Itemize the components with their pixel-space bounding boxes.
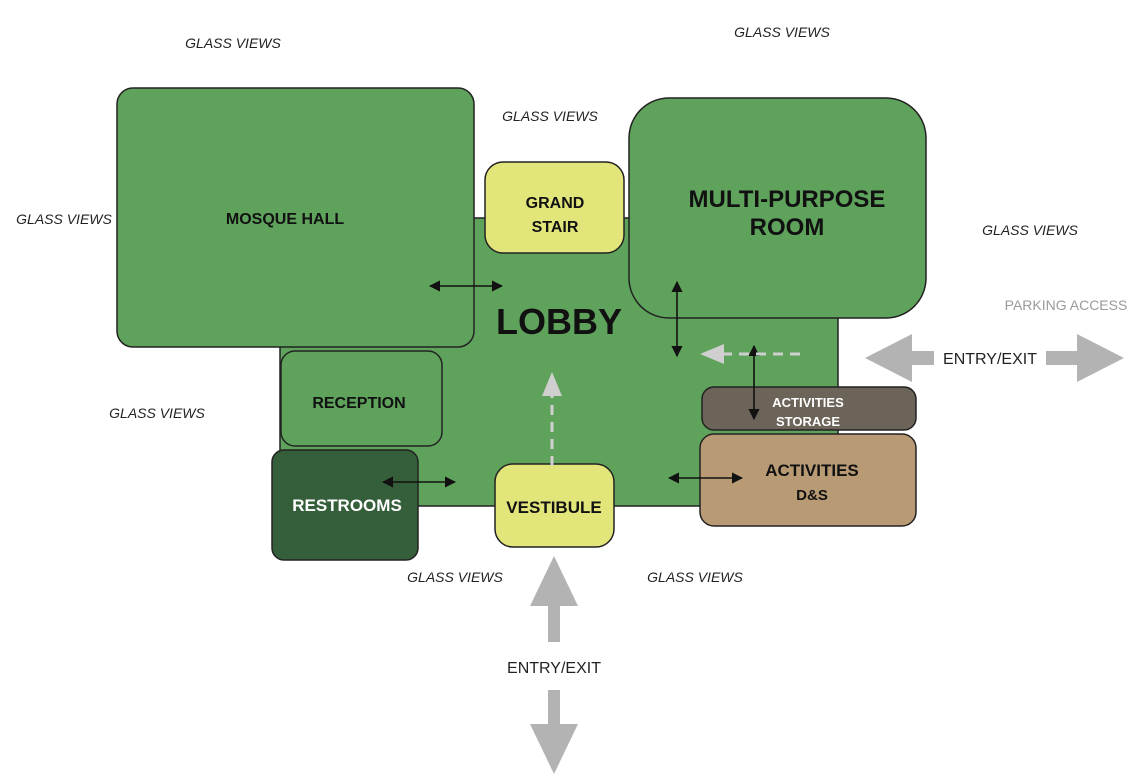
grand-stair-room [484, 161, 625, 254]
vestibule-room [494, 463, 615, 548]
entry-arrow-right [1046, 334, 1124, 382]
reception-room [280, 350, 443, 447]
mosque-hall-label: MOSQUE HALL [226, 211, 344, 228]
glass-views-note-left: GLASS VIEWS [16, 211, 112, 227]
mosque-hall-room [116, 87, 475, 348]
glass-views-note-top-right: GLASS VIEWS [734, 24, 830, 40]
entry-arrow-left [865, 334, 934, 382]
multipurpose-room [628, 97, 927, 319]
grand-stair-label-line1: GRAND [526, 195, 585, 212]
glass-views-note-bottom-left: GLASS VIEWS [407, 569, 503, 585]
vestibule-label: VESTIBULE [506, 498, 601, 517]
glass-views-note-top-left: GLASS VIEWS [185, 35, 281, 51]
activities-storage-label-line1: ACTIVITIES [772, 395, 844, 410]
entry-arrow-down [530, 690, 578, 774]
glass-views-note-right: GLASS VIEWS [982, 222, 1078, 238]
restrooms-room [271, 449, 419, 561]
bottom-entry-exit-label: ENTRY/EXIT [507, 660, 601, 677]
activities-storage-label-line2: STORAGE [776, 414, 840, 429]
glass-views-note-top-center: GLASS VIEWS [502, 108, 598, 124]
activities-ds-room [699, 433, 917, 527]
activities-ds-label-line2: D&S [796, 487, 828, 504]
multipurpose-label-line2: ROOM [750, 214, 825, 241]
lobby-label: LOBBY [496, 301, 622, 342]
dashed-flow-arrowhead-left [700, 344, 724, 364]
entry-arrow-up [530, 556, 578, 642]
reception-label: RECEPTION [312, 395, 405, 412]
dashed-flow-arrowhead-up [542, 372, 562, 396]
parking-access-note: PARKING ACCESS [1005, 297, 1128, 313]
glass-views-note-left-lower: GLASS VIEWS [109, 405, 205, 421]
right-entry-exit-label: ENTRY/EXIT [943, 351, 1037, 368]
glass-views-note-bottom-right: GLASS VIEWS [647, 569, 743, 585]
restrooms-label: RESTROOMS [292, 496, 402, 515]
grand-stair-label-line2: STAIR [532, 219, 579, 236]
multipurpose-label-line1: MULTI-PURPOSE [689, 186, 886, 213]
activities-ds-label-line1: ACTIVITIES [765, 461, 859, 480]
